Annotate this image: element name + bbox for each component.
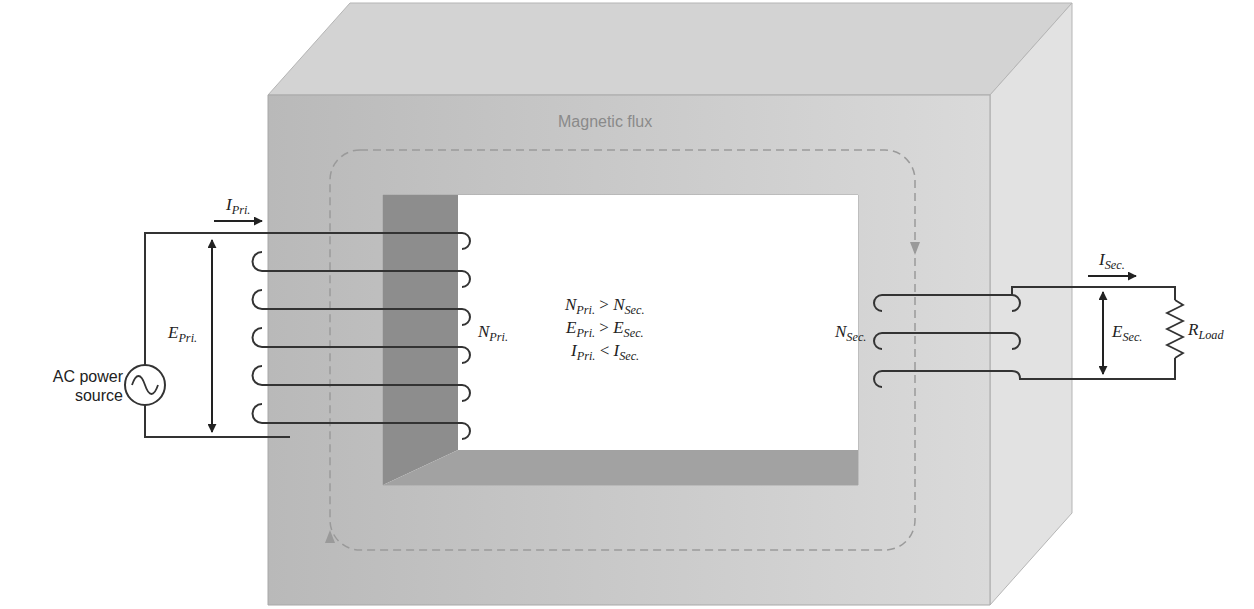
window-left-wall [383,195,458,485]
core-window [458,195,858,450]
core-top-face [268,3,1072,95]
turns-label: NSec. [835,322,866,345]
resistor-symbol [1167,300,1183,358]
symbol-letter: I [226,195,232,214]
symbol-subscript: Sec. [624,303,644,317]
current-arrow [1088,275,1136,277]
symbol-subscript: Sec. [846,330,866,344]
relation-label: IPri. < ISec. [571,341,639,364]
current-label: ISec. [1099,250,1125,273]
window-bottom-wall [383,450,858,485]
relation-label: EPri. > ESec. [566,318,644,341]
symbol-letter: I [571,341,577,360]
voltage-label: EPri. [168,323,197,346]
symbol-subscript: Sec. [1122,330,1142,344]
symbol-subscript: Pri. [178,331,197,345]
relation-label: NPri. > NSec. [565,295,645,318]
symbol-letter: E [613,318,623,337]
ac-source-symbol [125,365,165,405]
symbol-subscript: Sec. [619,349,639,363]
symbol-subscript: Sec. [1105,258,1125,272]
symbol-letter: N [835,322,846,341]
current-label: IPri. [226,195,250,218]
primary-coil [253,233,471,439]
symbol-subscript: Pri. [576,326,595,340]
symbol-subscript: Pri. [232,203,251,217]
current-arrow [214,220,262,222]
primary-wire [145,233,290,437]
flux-path [330,150,915,550]
core-front-face [268,95,990,605]
flux-arrow [325,530,335,543]
voltage-arrow [211,240,213,432]
symbol-subscript: Sec. [624,326,644,340]
symbol-letter: E [566,318,576,337]
sine-symbol [132,376,158,394]
secondary-coil [874,295,1020,387]
flux-arrow [910,242,920,255]
load-label: RLoad [1188,320,1224,343]
symbol-letter: N [478,322,489,341]
secondary-wire [1012,287,1175,379]
symbol-letter: E [168,323,178,342]
flux-label: Magnetic flux [558,112,652,131]
symbol-letter: N [565,295,576,314]
voltage-arrow [1102,292,1104,374]
source-label: AC power source [28,367,123,405]
turns-label: NPri. [478,322,508,345]
symbol-letter: I [1099,250,1105,269]
symbol-letter: R [1188,320,1198,339]
symbol-letter: N [613,295,624,314]
symbol-subscript: Pri. [577,349,596,363]
symbol-letter: I [613,341,619,360]
symbol-subscript: Pri. [489,330,508,344]
symbol-subscript: Pri. [576,303,595,317]
voltage-label: ESec. [1112,322,1142,345]
symbol-letter: E [1112,322,1122,341]
symbol-subscript: Load [1198,328,1223,342]
core-side-face [990,3,1072,605]
